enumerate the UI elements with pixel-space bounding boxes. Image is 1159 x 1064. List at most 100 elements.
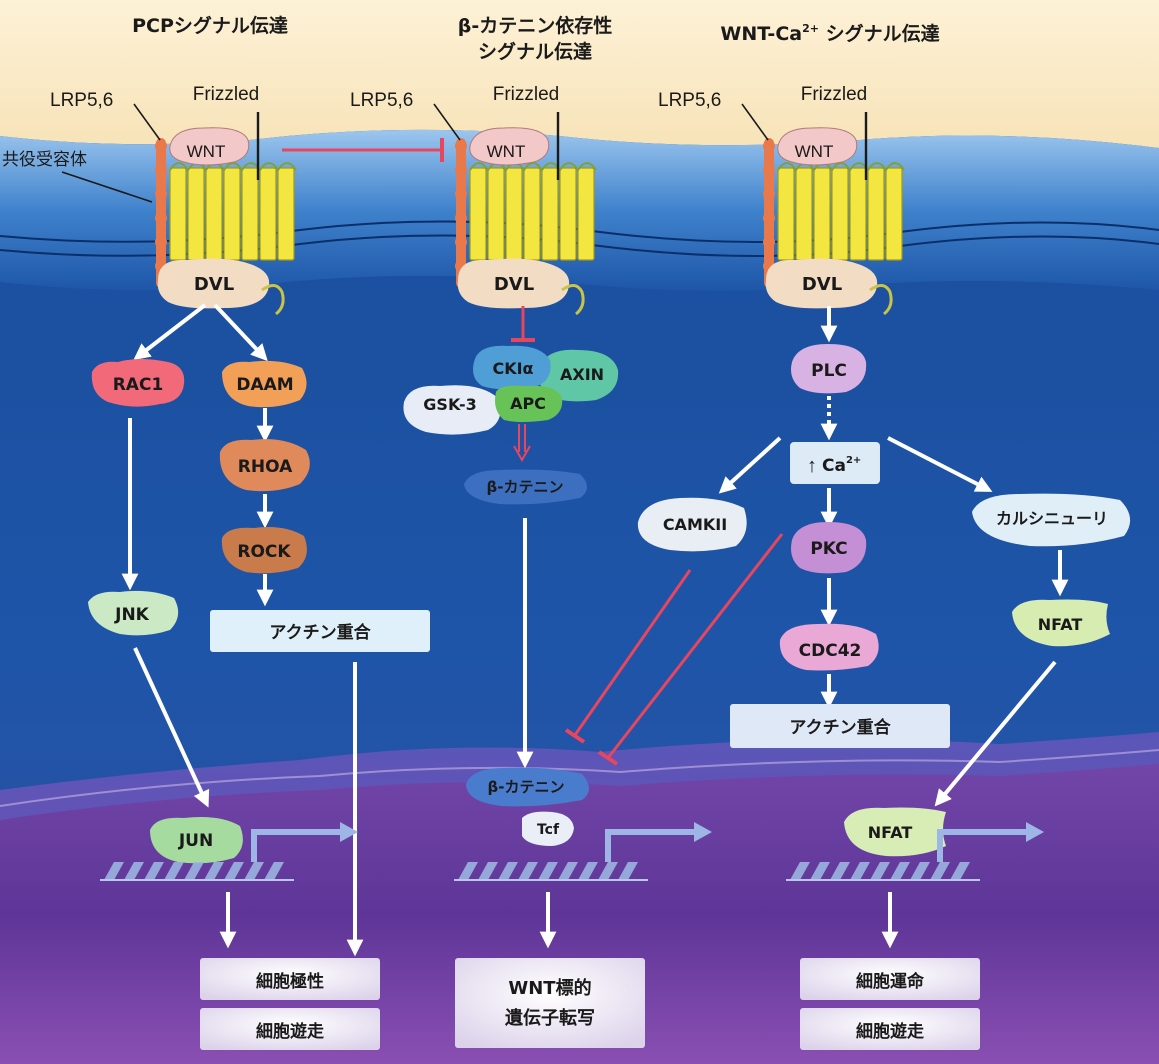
frizzled-helix [885, 167, 903, 261]
frizzled-helix [577, 167, 595, 261]
tcf-label: Tcf [537, 822, 560, 838]
ck1-label: CKIα [492, 359, 533, 378]
rac1-node [91, 359, 185, 407]
beta-output-box [455, 958, 645, 1048]
wnt-inhibition-bar [440, 138, 444, 162]
calcium-up-arrow: ↑ [807, 455, 817, 477]
pcp-output-box-1 [200, 958, 380, 1000]
frizzled-label: Frizzled [193, 84, 260, 105]
lrp-domain [155, 164, 167, 176]
rhoa-label: RHOA [238, 457, 293, 477]
frizzled-helix [205, 167, 223, 261]
frizzled-helix [541, 167, 559, 261]
nuclear-membrane-line [0, 749, 1159, 807]
camkii-inhibition-line [573, 569, 692, 736]
pcp-actin-box [210, 610, 430, 652]
transcription-arrow-shaft [251, 829, 344, 862]
lrp-label: LRP5,6 [658, 90, 721, 111]
lrp-domain [455, 236, 467, 248]
frizzled-tail [561, 284, 585, 316]
coreceptor-label: 共役受容体 [2, 150, 87, 169]
beta-catenin-nuclear-node [466, 767, 589, 807]
dna-segment [950, 862, 970, 880]
jnk-label: JNK [114, 605, 150, 625]
apc-node [495, 385, 563, 422]
lrp-domain [455, 188, 467, 200]
lrp-label: LRP5,6 [50, 90, 113, 111]
lrp-leader [741, 103, 769, 141]
pcp-output-1: 細胞極性 [256, 971, 324, 992]
lrp-leader [133, 103, 161, 141]
lrp-domain [155, 236, 167, 248]
plc-label: PLC [811, 361, 847, 381]
dna-segment [144, 862, 164, 880]
dvl-protein [765, 258, 878, 309]
dna-segment [204, 862, 224, 880]
rhoa-node [219, 439, 310, 492]
transcription-arrow-shaft [605, 829, 698, 862]
rac1-label: RAC1 [113, 375, 164, 395]
cdc42-node [779, 623, 879, 671]
lrp-domain [763, 212, 775, 224]
dna-segment [478, 862, 498, 880]
camkii-inhibition-bar [564, 728, 586, 744]
rock-node [221, 527, 307, 574]
frizzled-helix [813, 167, 831, 261]
dna-segment [244, 862, 264, 880]
axin-node [539, 349, 619, 402]
dna-segment [558, 862, 578, 880]
lrp-leader [433, 103, 461, 141]
pcp-output-2: 細胞遊走 [256, 1021, 324, 1042]
dna-segment [224, 862, 244, 880]
plc-node [791, 344, 867, 394]
frizzled-helix [523, 167, 541, 261]
frizzled-helix [867, 167, 885, 261]
dna-segment [104, 862, 124, 880]
dna-segment [618, 862, 638, 880]
dna-segment [264, 862, 284, 880]
frizzled-helix [487, 167, 505, 261]
frizzled-helix [505, 167, 523, 261]
header-beta-line1: β-カテニン依存性 [458, 14, 613, 37]
dna-segment [870, 862, 890, 880]
dna-segment [910, 862, 930, 880]
header-ca: WNT-Ca2+ シグナル伝達 [720, 22, 939, 45]
frizzled-helix [259, 167, 277, 261]
ck1-node [473, 345, 551, 390]
frizzled-label: Frizzled [801, 84, 868, 105]
calcium-box [790, 442, 880, 484]
frizzled-helix [849, 167, 867, 261]
wnt-ligand [469, 127, 550, 166]
lrp-domain [155, 188, 167, 200]
frizzled-helix [277, 167, 295, 261]
ca-output-1: 細胞運命 [856, 971, 925, 992]
dna-segment [578, 862, 598, 880]
frizzled-loops [469, 162, 597, 172]
camkii-label: CAMKII [663, 515, 727, 534]
frizzled-loops [777, 162, 905, 172]
calcium-label: Ca2+ [822, 455, 861, 476]
dvl-label: DVL [194, 274, 234, 295]
dna-strand-pcp [100, 822, 358, 881]
dna-segment [458, 862, 478, 880]
header-beta-line2: シグナル伝達 [478, 40, 592, 63]
pcp-actin-label: アクチン重合 [269, 622, 371, 643]
frizzled-tail [869, 284, 893, 316]
frizzled-helix [187, 167, 205, 261]
transcription-arrow-head [1026, 822, 1044, 842]
dna-segment [598, 862, 618, 880]
frizzled-tail [261, 284, 285, 316]
dna-segment [810, 862, 830, 880]
beta-output-line2: 遺伝子転写 [505, 1007, 595, 1029]
pkc-label: PKC [810, 539, 847, 559]
calcineurin-label: カルシニューリ [996, 509, 1108, 528]
wnt-label: WNT [795, 142, 834, 161]
frizzled-loops [169, 162, 297, 172]
nfat-nuclear-node [844, 807, 946, 857]
extracellular-space [0, 0, 1159, 148]
jun-label: JUN [178, 831, 213, 851]
